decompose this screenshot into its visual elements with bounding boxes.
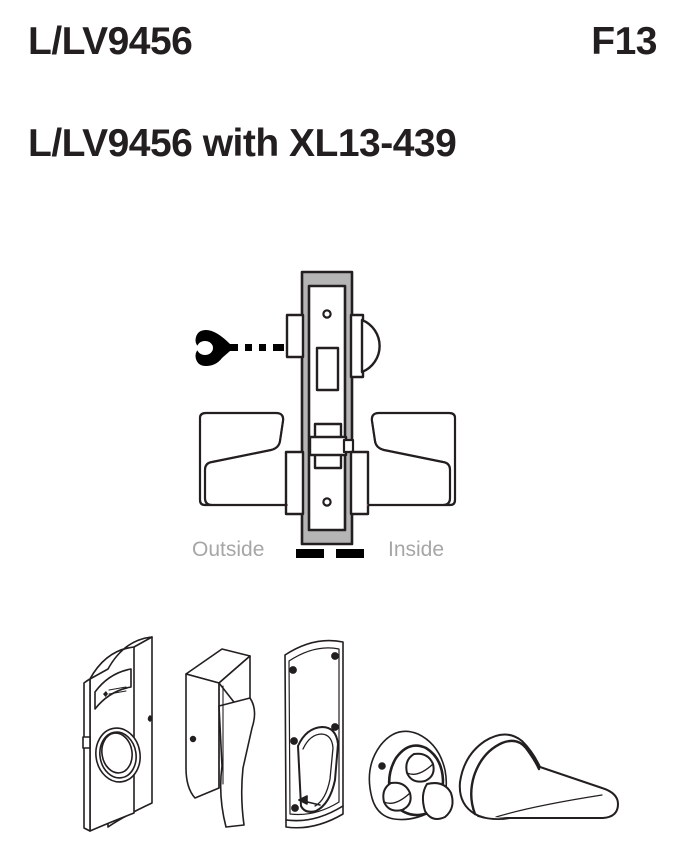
outside-label: Outside — [192, 538, 265, 561]
hub-collar-outside — [284, 450, 305, 516]
faceplate-screw-bottom — [322, 497, 332, 507]
orientation-caption: Outside Inside — [150, 536, 540, 566]
lever-handle-outside — [199, 412, 288, 506]
latch-bolt — [308, 435, 348, 457]
lever-handle — [458, 733, 619, 821]
deadbolt-opening — [315, 346, 340, 392]
latch-bolt-tip — [342, 438, 355, 454]
door-dash-right — [336, 549, 364, 558]
mortise-lock-section-diagram — [150, 258, 540, 578]
inside-label: Inside — [388, 538, 445, 561]
cylinder-collar — [285, 313, 305, 359]
title-row: L/LV9456 F13 — [28, 22, 657, 61]
lock-faceplate — [307, 284, 347, 532]
electronic-escutcheon-reader — [82, 636, 153, 832]
page-subtitle: L/LV9456 with XL13-439 — [28, 122, 457, 165]
door-dash-left — [296, 549, 324, 558]
lever-handle-inside-shading — [368, 411, 457, 507]
lever-trim-housing — [185, 648, 256, 828]
page-title: L/LV9456 — [28, 20, 193, 63]
lever-handle-outside-shading — [198, 411, 287, 507]
trilobe-rose — [368, 730, 454, 821]
mounting-back-plate — [284, 639, 344, 829]
hub-collar-inside — [349, 450, 370, 516]
lever-handle-inside — [367, 412, 456, 506]
faceplate-screw-top — [322, 309, 332, 319]
exploded-parts-row — [62, 628, 632, 833]
function-code-badge: F13 — [591, 20, 657, 63]
key-icon — [195, 330, 284, 366]
thumbturn-knob — [360, 318, 381, 374]
